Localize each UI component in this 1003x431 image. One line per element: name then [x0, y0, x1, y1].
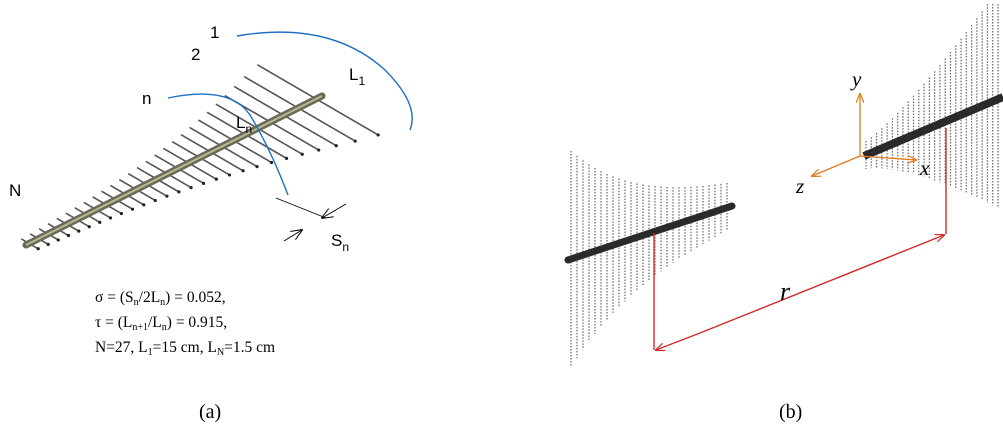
spacing-arrow-lower [283, 230, 302, 242]
label-element-1: 1 [210, 23, 219, 42]
panel-b: y x z r (b) [564, 4, 1003, 423]
dipole-tip [300, 152, 304, 156]
equation-sigma: σ = (Sn/2Ln) = 0.052, [95, 289, 226, 308]
distance-arrow-r-back [656, 332, 701, 350]
dipole-tip [77, 229, 81, 233]
distance-label-r: r [780, 277, 791, 306]
dipole-tip [189, 186, 193, 190]
dipole-tip [130, 207, 135, 211]
dipole-tip [142, 203, 146, 207]
dipole-tip [227, 173, 232, 177]
dipole-tip [353, 139, 357, 143]
axis-label-y: y [850, 67, 862, 91]
dipole-tip [269, 160, 274, 165]
dipole-tip [241, 169, 245, 173]
dipole-tip [214, 177, 218, 181]
x-axis-arrow [859, 155, 916, 160]
panel-a: 1 2 n N L1 Ln Sn σ = (Sn/2Ln) = 0.052, τ… [9, 23, 413, 423]
dipole-tip [177, 190, 181, 194]
dipole-tip [87, 225, 91, 229]
panel-a-boom [22, 92, 326, 249]
label-element-N: N [9, 181, 21, 200]
right-antenna-boom [862, 93, 1003, 160]
arc-Ln [167, 93, 289, 196]
caption-a: (a) [199, 401, 221, 423]
spacing-extension [275, 197, 327, 219]
dipole-tip [284, 156, 289, 160]
label-Sn: Sn [331, 231, 349, 254]
label-L1: L1 [349, 65, 365, 88]
dipole-tip [334, 144, 338, 148]
arc-L1 [236, 31, 413, 131]
axis-label-z: z [795, 174, 804, 198]
dipole-tip [201, 181, 206, 185]
distance-arrow-r [699, 235, 944, 334]
equation-params: N=27, L1=15 cm, LN=1.5 cm [95, 339, 275, 358]
dipole-tip [255, 165, 259, 169]
dipole-tip [165, 194, 169, 198]
boom-highlight [25, 95, 323, 246]
label-Ln: Ln [236, 113, 252, 136]
dipole-tip [36, 247, 40, 251]
label-element-2: 2 [191, 45, 200, 64]
label-element-n: n [142, 89, 151, 108]
axis-label-x: x [919, 156, 930, 180]
dipole-tip [56, 238, 60, 242]
dipole-tip [317, 148, 321, 152]
dipole-tip [46, 242, 50, 246]
dipole-tip [119, 211, 124, 216]
z-axis-arrow [812, 155, 861, 176]
panel-b-left-antenna-elements [570, 151, 728, 367]
equation-tau: τ = (Ln+1/Ln) = 0.915, [95, 314, 227, 333]
spacing-arrow-upper [322, 203, 347, 218]
dipole-tip [66, 233, 71, 238]
dipole-tip [153, 198, 157, 203]
left-antenna-boom [564, 202, 736, 264]
dipole-tip [108, 216, 113, 220]
caption-b: (b) [779, 401, 802, 423]
dipole-tip [376, 133, 380, 137]
dipole-tip [98, 220, 102, 224]
